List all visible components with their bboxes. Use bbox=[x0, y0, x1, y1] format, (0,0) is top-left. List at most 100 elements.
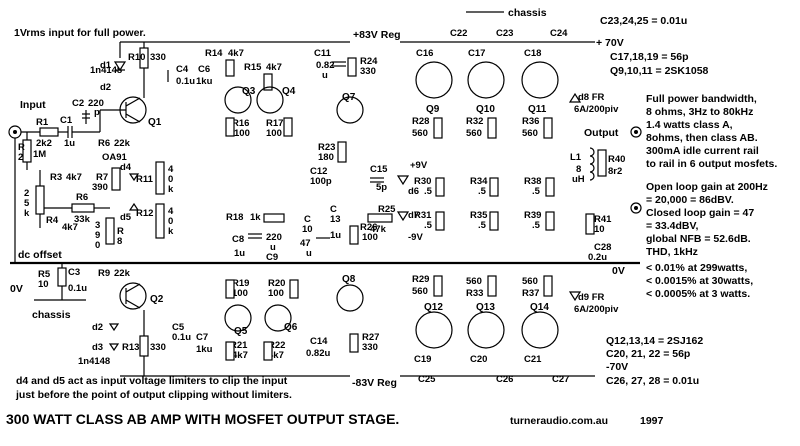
svg-text:k: k bbox=[168, 184, 174, 195]
svg-text:dc offset: dc offset bbox=[18, 249, 62, 261]
svg-text:Q11: Q11 bbox=[528, 104, 547, 115]
svg-text:d7: d7 bbox=[408, 210, 419, 221]
svg-text:= 20,000 = 86dBV.: = 20,000 = 86dBV. bbox=[646, 194, 734, 206]
svg-text:47: 47 bbox=[300, 238, 311, 249]
transistor-q7 bbox=[336, 96, 364, 124]
svg-text:d8 FR: d8 FR bbox=[578, 92, 605, 103]
svg-text:C17,18,19 = 56p: C17,18,19 = 56p bbox=[610, 51, 689, 63]
svg-text:4: 4 bbox=[168, 164, 174, 175]
svg-text:Q14: Q14 bbox=[530, 302, 549, 313]
svg-text:.5: .5 bbox=[478, 220, 487, 231]
resistor-r1 bbox=[39, 127, 59, 137]
resistor-r37 bbox=[543, 275, 553, 297]
svg-text:R21: R21 bbox=[230, 340, 248, 351]
resistor-r27 bbox=[349, 333, 359, 353]
resistor-r16 bbox=[225, 117, 235, 137]
inductor-l1 bbox=[589, 147, 595, 181]
diode-d9 bbox=[568, 291, 582, 302]
svg-text:330: 330 bbox=[362, 342, 378, 353]
svg-text:R5: R5 bbox=[38, 269, 51, 280]
svg-text:C17: C17 bbox=[468, 48, 485, 59]
resistor-r22 bbox=[263, 341, 273, 361]
year-label: 1997 bbox=[640, 415, 664, 427]
svg-text:560: 560 bbox=[412, 286, 428, 297]
svg-text:d5: d5 bbox=[120, 212, 132, 223]
diode-d1 bbox=[113, 61, 127, 72]
svg-text:d6: d6 bbox=[408, 186, 419, 197]
svg-text:R39: R39 bbox=[524, 210, 541, 221]
svg-text:C7: C7 bbox=[196, 332, 208, 343]
resistor-r5 bbox=[57, 267, 67, 287]
resistor-r41 bbox=[585, 213, 595, 235]
svg-text:C6: C6 bbox=[198, 64, 210, 75]
svg-text:Closed loop gain = 47: Closed loop gain = 47 bbox=[646, 207, 754, 219]
svg-text:+9V: +9V bbox=[410, 160, 428, 171]
svg-text:1M: 1M bbox=[33, 149, 46, 160]
svg-text:Q5: Q5 bbox=[234, 326, 248, 337]
svg-text:560: 560 bbox=[522, 128, 538, 139]
potentiometer-r12 bbox=[155, 203, 165, 239]
svg-text:R18: R18 bbox=[226, 212, 243, 223]
svg-text:C11: C11 bbox=[314, 48, 332, 59]
svg-text:8ohms, then class AB.: 8ohms, then class AB. bbox=[646, 132, 758, 144]
svg-text:C12: C12 bbox=[310, 166, 327, 177]
mosfet-q13 bbox=[467, 311, 505, 349]
mosfet-q10 bbox=[467, 61, 505, 99]
svg-text:4k7: 4k7 bbox=[266, 62, 282, 73]
svg-text:+ 70V: + 70V bbox=[596, 37, 624, 49]
svg-text:C2: C2 bbox=[72, 98, 84, 109]
svg-text:100: 100 bbox=[266, 128, 282, 139]
svg-text:R28: R28 bbox=[412, 116, 429, 127]
svg-text:C15: C15 bbox=[370, 164, 388, 175]
website-credit: turneraudio.com.au bbox=[510, 415, 608, 427]
svg-text:300mA idle current rail: 300mA idle current rail bbox=[646, 145, 759, 157]
svg-text:C24: C24 bbox=[550, 28, 568, 39]
input-label: Input bbox=[20, 99, 46, 111]
svg-text:R30: R30 bbox=[414, 176, 431, 187]
mosfet-q14 bbox=[521, 311, 559, 349]
svg-text:C22: C22 bbox=[450, 28, 467, 39]
svg-text:R38: R38 bbox=[524, 176, 541, 187]
svg-text:Q10: Q10 bbox=[476, 104, 495, 115]
svg-text:d9 FR: d9 FR bbox=[578, 292, 605, 303]
mosfet-q11 bbox=[521, 61, 559, 99]
svg-text:10: 10 bbox=[38, 279, 49, 290]
svg-text:< 0.0015% at 30watts,: < 0.0015% at 30watts, bbox=[646, 275, 753, 287]
transistor-q8 bbox=[336, 284, 364, 312]
svg-text:2k2: 2k2 bbox=[36, 138, 52, 149]
svg-text:4k7: 4k7 bbox=[66, 172, 82, 183]
svg-text:R33: R33 bbox=[466, 288, 483, 299]
svg-text:R34: R34 bbox=[470, 176, 488, 187]
svg-text:C18: C18 bbox=[524, 48, 541, 59]
svg-text:47k: 47k bbox=[370, 224, 387, 235]
svg-text:C9: C9 bbox=[266, 252, 278, 263]
svg-text:3: 3 bbox=[95, 220, 100, 231]
svg-text:Q4: Q4 bbox=[282, 86, 296, 97]
svg-text:u: u bbox=[322, 70, 328, 81]
svg-text:u: u bbox=[270, 242, 276, 253]
svg-text:560: 560 bbox=[466, 276, 482, 287]
svg-text:Q7: Q7 bbox=[342, 92, 356, 103]
svg-text:R6: R6 bbox=[98, 138, 110, 149]
svg-text:-83V Reg: -83V Reg bbox=[352, 377, 397, 389]
svg-text:Q3: Q3 bbox=[242, 86, 256, 97]
diode-d4 bbox=[128, 173, 140, 182]
transistor-q3 bbox=[224, 86, 252, 114]
svg-text:C20: C20 bbox=[470, 354, 487, 365]
svg-text:4k7: 4k7 bbox=[62, 222, 78, 233]
resistor-r7 bbox=[111, 167, 121, 191]
svg-text:0.1u: 0.1u bbox=[68, 283, 87, 294]
resistor-r34 bbox=[489, 177, 499, 197]
svg-text:C26, 27, 28 = 0.01u: C26, 27, 28 = 0.01u bbox=[606, 375, 699, 387]
svg-text:R7: R7 bbox=[96, 172, 108, 183]
svg-text:13: 13 bbox=[330, 214, 341, 225]
svg-text:Q6: Q6 bbox=[284, 322, 298, 333]
resistor-r17 bbox=[283, 117, 293, 137]
svg-text:22k: 22k bbox=[114, 268, 131, 279]
svg-text:10: 10 bbox=[302, 224, 313, 235]
svg-text:0.82u: 0.82u bbox=[306, 348, 330, 359]
svg-text:< 0.0005% at 3 watts.: < 0.0005% at 3 watts. bbox=[646, 288, 750, 300]
svg-text:Q9,10,11 = 2SK1058: Q9,10,11 = 2SK1058 bbox=[610, 65, 709, 77]
svg-text:R15: R15 bbox=[244, 62, 262, 73]
transistor-q4 bbox=[256, 86, 284, 114]
